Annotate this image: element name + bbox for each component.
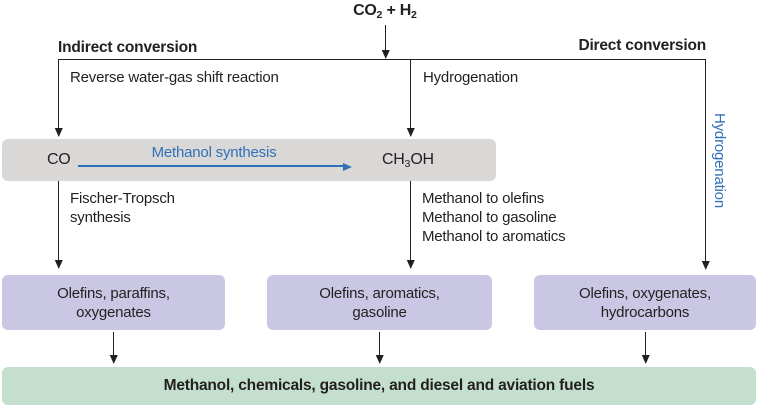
methanol-synthesis-arrow — [78, 165, 343, 167]
hydrogenation-right-label: Hydrogenation — [711, 113, 728, 208]
feed-plus-h: + H — [382, 2, 412, 19]
product-box-indirect-ft: Olefins, paraffins, oxygenates — [2, 275, 225, 330]
hydrogenation-branch-arrow — [410, 60, 411, 128]
ch3oh-label: CH3OH — [382, 151, 434, 170]
co-label: CO — [47, 151, 71, 168]
splitter-line — [58, 59, 706, 60]
feed-co: CO — [353, 2, 377, 19]
feed-label: CO2 + H2 — [353, 2, 417, 21]
indirect-conversion-heading: Indirect conversion — [58, 39, 198, 56]
ch3oh-base2: OH — [410, 151, 434, 168]
product-box-direct: Olefins, oxygenates, hydrocarbons — [534, 275, 756, 330]
ch3oh-base1: CH — [382, 151, 405, 168]
reverse-wgs-label: Reverse water-gas shift reaction — [70, 69, 279, 86]
fischer-tropsch-label: Fischer-Tropsch synthesis — [70, 190, 175, 226]
direct-branch-arrow — [705, 60, 706, 261]
product-box-methanol-routes: Olefins, aromatics, gasoline — [267, 275, 492, 330]
ch3oh-sub: 3 — [404, 157, 411, 170]
hydrogenation-mid-label: Hydrogenation — [423, 69, 518, 86]
indirect-branch-arrow — [58, 60, 59, 128]
feed-h-sub: 2 — [411, 8, 417, 21]
final-arrow-left — [113, 332, 114, 355]
feed-down-arrow — [385, 25, 386, 50]
intermediate-bar — [2, 139, 496, 181]
final-products-label: Methanol, chemicals, gasoline, and diese… — [163, 377, 595, 394]
fischer-tropsch-arrow — [58, 181, 59, 260]
methanol-synthesis-label: Methanol synthesis — [151, 144, 277, 161]
final-arrow-mid — [379, 332, 380, 355]
methanol-to-arrow — [410, 181, 411, 260]
direct-conversion-heading: Direct conversion — [578, 37, 706, 54]
final-arrow-right — [645, 332, 646, 355]
feed-co-sub: 2 — [376, 8, 383, 21]
methanol-to-label: Methanol to olefins Methanol to gasoline… — [422, 190, 566, 245]
